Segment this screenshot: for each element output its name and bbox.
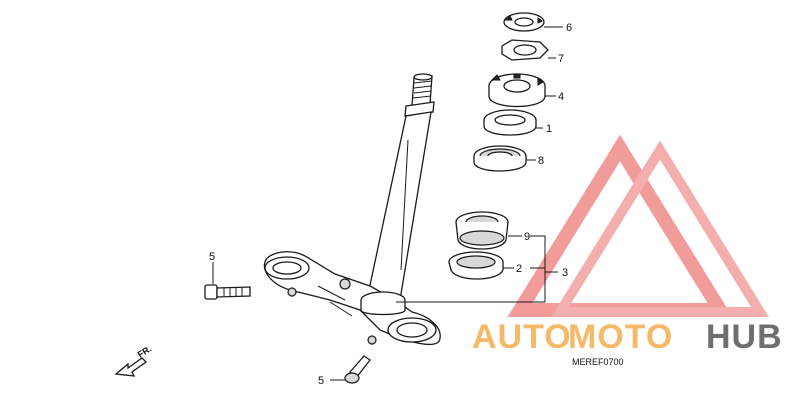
front-direction-arrow: FR. — [114, 344, 154, 377]
bottom-bridge — [263, 251, 441, 346]
direction-label: FR. — [136, 344, 154, 360]
watermark-logo — [507, 134, 769, 317]
part-8-bearing-top — [473, 145, 527, 172]
callout-6: 6 — [566, 22, 572, 34]
callout-2: 2 — [516, 263, 522, 275]
part-9-bearing-lower — [455, 211, 509, 250]
watermark-text: AUTO MOTO HUB — [472, 318, 783, 356]
arrow-icon — [114, 357, 148, 377]
watermark-hub: HUB — [706, 318, 783, 356]
callout-5-bottom: 5 — [318, 375, 324, 387]
watermark-auto: AUTO — [472, 318, 572, 356]
callout-labels: 6 7 4 1 8 9 2 3 5 5 — [209, 22, 572, 387]
part-4-steering-nut — [488, 73, 546, 108]
callout-1: 1 — [546, 123, 552, 135]
callout-5-left: 5 — [209, 251, 215, 263]
diagram-code: MEREF0700 — [572, 357, 624, 367]
callout-3: 3 — [562, 267, 568, 279]
watermark-triangle-inner — [551, 140, 769, 317]
callout-7: 7 — [558, 53, 564, 65]
bolt-5-bottom — [344, 355, 371, 384]
part-7-washer — [501, 39, 549, 61]
part-6-lock-washer — [503, 12, 545, 32]
callout-9: 9 — [524, 231, 530, 243]
bolt-5-left — [204, 284, 251, 300]
callout-8: 8 — [538, 155, 544, 167]
watermark-triangle-outer — [507, 134, 733, 317]
part-2-bearing-race-lower — [448, 251, 504, 280]
part-1-bearing-race-top — [483, 109, 537, 136]
leader-lines — [212, 26, 563, 381]
watermark-moto: MOTO — [568, 318, 673, 356]
callout-4: 4 — [558, 91, 564, 103]
steering-stem-shaft — [365, 73, 435, 305]
